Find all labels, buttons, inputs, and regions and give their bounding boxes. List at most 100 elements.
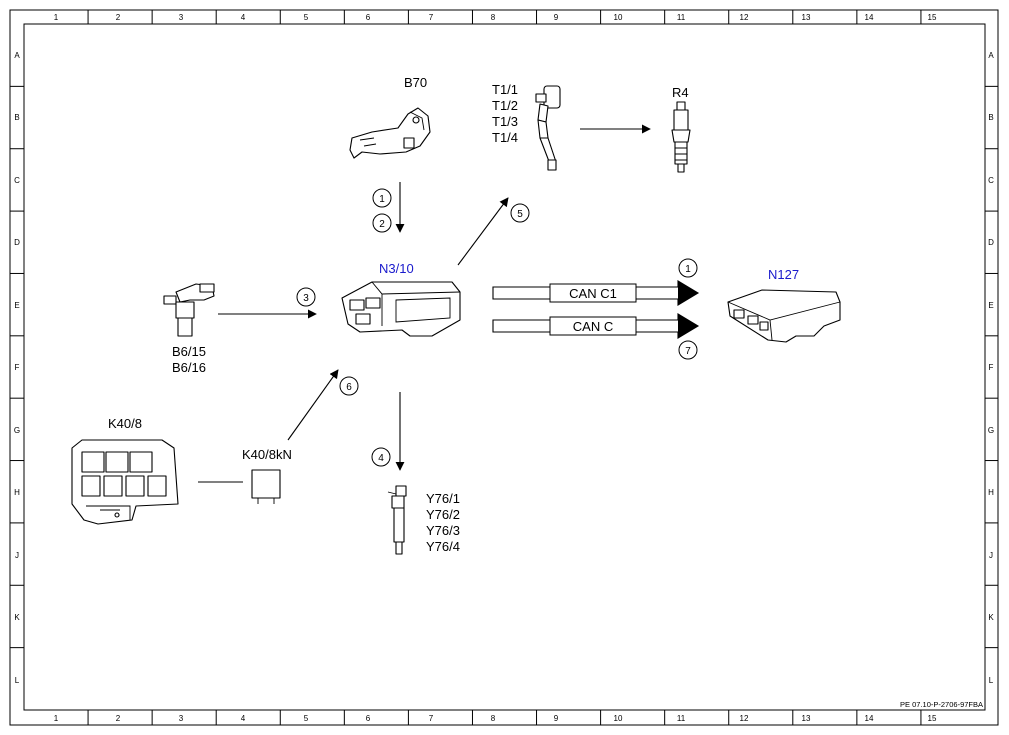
can-c-label: CAN C	[573, 319, 613, 334]
row-label-left: D	[14, 238, 20, 247]
col-label-bottom: 11	[677, 714, 686, 723]
signal-number: 1	[379, 194, 385, 205]
col-label-bottom: 14	[865, 714, 874, 723]
k40-8-relay-module-icon	[71, 439, 179, 525]
row-label-right: J	[989, 551, 993, 560]
signal-marker-can-c: 7	[678, 340, 698, 360]
k40-8kn-label: K40/8kN	[242, 447, 292, 462]
ecu-to-t1-arrow	[457, 197, 509, 266]
signal-number: 2	[379, 219, 385, 230]
col-label-bottom: 8	[491, 714, 496, 723]
signal-number: 6	[346, 382, 352, 393]
row-label-left: L	[15, 676, 20, 685]
b70-label: B70	[404, 75, 427, 90]
b70-sensor-icon	[349, 107, 431, 159]
col-label-bottom: 1	[54, 714, 59, 723]
document-reference: PE 07.10-P-2706-97FBA	[900, 700, 983, 709]
col-label-bottom: 6	[366, 714, 371, 723]
col-label-top: 15	[928, 13, 937, 22]
row-label-right: E	[988, 301, 993, 310]
y76-label: Y76/3	[426, 523, 460, 538]
col-label-top: 1	[54, 13, 59, 22]
b6-label: B6/15	[172, 344, 206, 359]
row-label-right: H	[988, 488, 994, 497]
col-label-bottom: 9	[554, 714, 559, 723]
row-label-left: A	[14, 51, 20, 60]
col-label-top: 9	[554, 13, 559, 22]
col-label-top: 5	[304, 13, 309, 22]
col-label-bottom: 3	[179, 714, 184, 723]
can-c1-label: CAN C1	[569, 286, 617, 301]
row-label-left: J	[15, 551, 19, 560]
row-label-left: H	[14, 488, 20, 497]
signal-marker-y76: 4	[371, 447, 391, 467]
k40-8kn-relay-icon	[251, 469, 281, 504]
signal-number: 5	[517, 209, 523, 220]
frame	[9, 9, 999, 726]
y76-label: Y76/2	[426, 507, 460, 522]
row-label-left: B	[14, 113, 19, 122]
t1-ignition-coil-icon	[535, 85, 561, 171]
t1-label: T1/4	[492, 130, 518, 145]
n3-10-label: N3/10	[379, 261, 414, 276]
row-label-left: E	[14, 301, 19, 310]
col-label-top: 7	[429, 13, 434, 22]
n127-control-unit-icon	[727, 289, 841, 343]
can-c-bus: CAN C	[492, 313, 700, 339]
row-label-right: K	[988, 613, 994, 622]
row-label-left: C	[14, 176, 20, 185]
grid-labels: 1 2 3 4 5 6 7 8 9 10 11 12 13 14 15 1 2 …	[14, 13, 994, 723]
r4-spark-plug-icon	[671, 101, 691, 173]
r4-label: R4	[672, 85, 689, 100]
col-label-top: 11	[677, 13, 686, 22]
col-label-top: 13	[802, 13, 811, 22]
grid-ticks	[10, 10, 998, 725]
y76-label: Y76/1	[426, 491, 460, 506]
signal-number: 1	[685, 264, 691, 275]
signal-marker-t1: 5	[510, 203, 530, 223]
row-label-left: G	[14, 426, 20, 435]
row-label-right: D	[988, 238, 994, 247]
signal-number: 7	[685, 346, 691, 357]
can-c1-bus: CAN C1	[492, 280, 700, 306]
k40-to-ecu-arrow	[287, 369, 339, 441]
col-label-top: 10	[614, 13, 623, 22]
t1-label: T1/3	[492, 114, 518, 129]
y76-label: Y76/4	[426, 539, 460, 554]
row-label-left: F	[15, 363, 20, 372]
col-label-top: 4	[241, 13, 246, 22]
row-label-right: F	[989, 363, 994, 372]
row-label-left: K	[14, 613, 20, 622]
signal-number: 4	[378, 453, 384, 464]
signal-marker-b70-1: 1	[372, 188, 392, 208]
col-label-top: 3	[179, 13, 184, 22]
col-label-top: 14	[865, 13, 874, 22]
col-label-top: 2	[116, 13, 121, 22]
col-label-bottom: 7	[429, 714, 434, 723]
row-label-right: G	[988, 426, 994, 435]
t1-label: T1/1	[492, 82, 518, 97]
col-label-bottom: 10	[614, 714, 623, 723]
b6-label: B6/16	[172, 360, 206, 375]
n127-label: N127	[768, 267, 799, 282]
row-label-right: A	[988, 51, 994, 60]
y76-injector-icon	[387, 485, 407, 555]
signal-number: 3	[303, 293, 309, 304]
col-label-bottom: 15	[928, 714, 937, 723]
row-label-right: C	[988, 176, 994, 185]
k40-8-label: K40/8	[108, 416, 142, 431]
col-label-top: 6	[366, 13, 371, 22]
col-label-top: 12	[740, 13, 749, 22]
signal-marker-b70-2: 2	[372, 213, 392, 233]
n3-10-ecu-icon	[341, 281, 461, 337]
t1-label: T1/2	[492, 98, 518, 113]
col-label-bottom: 4	[241, 714, 246, 723]
row-label-right: L	[989, 676, 994, 685]
col-label-bottom: 5	[304, 714, 309, 723]
signal-marker-can-c1: 1	[678, 258, 698, 278]
b6-camshaft-sensor-icon	[163, 283, 215, 337]
col-label-bottom: 13	[802, 714, 811, 723]
row-label-right: B	[988, 113, 993, 122]
col-label-top: 8	[491, 13, 496, 22]
